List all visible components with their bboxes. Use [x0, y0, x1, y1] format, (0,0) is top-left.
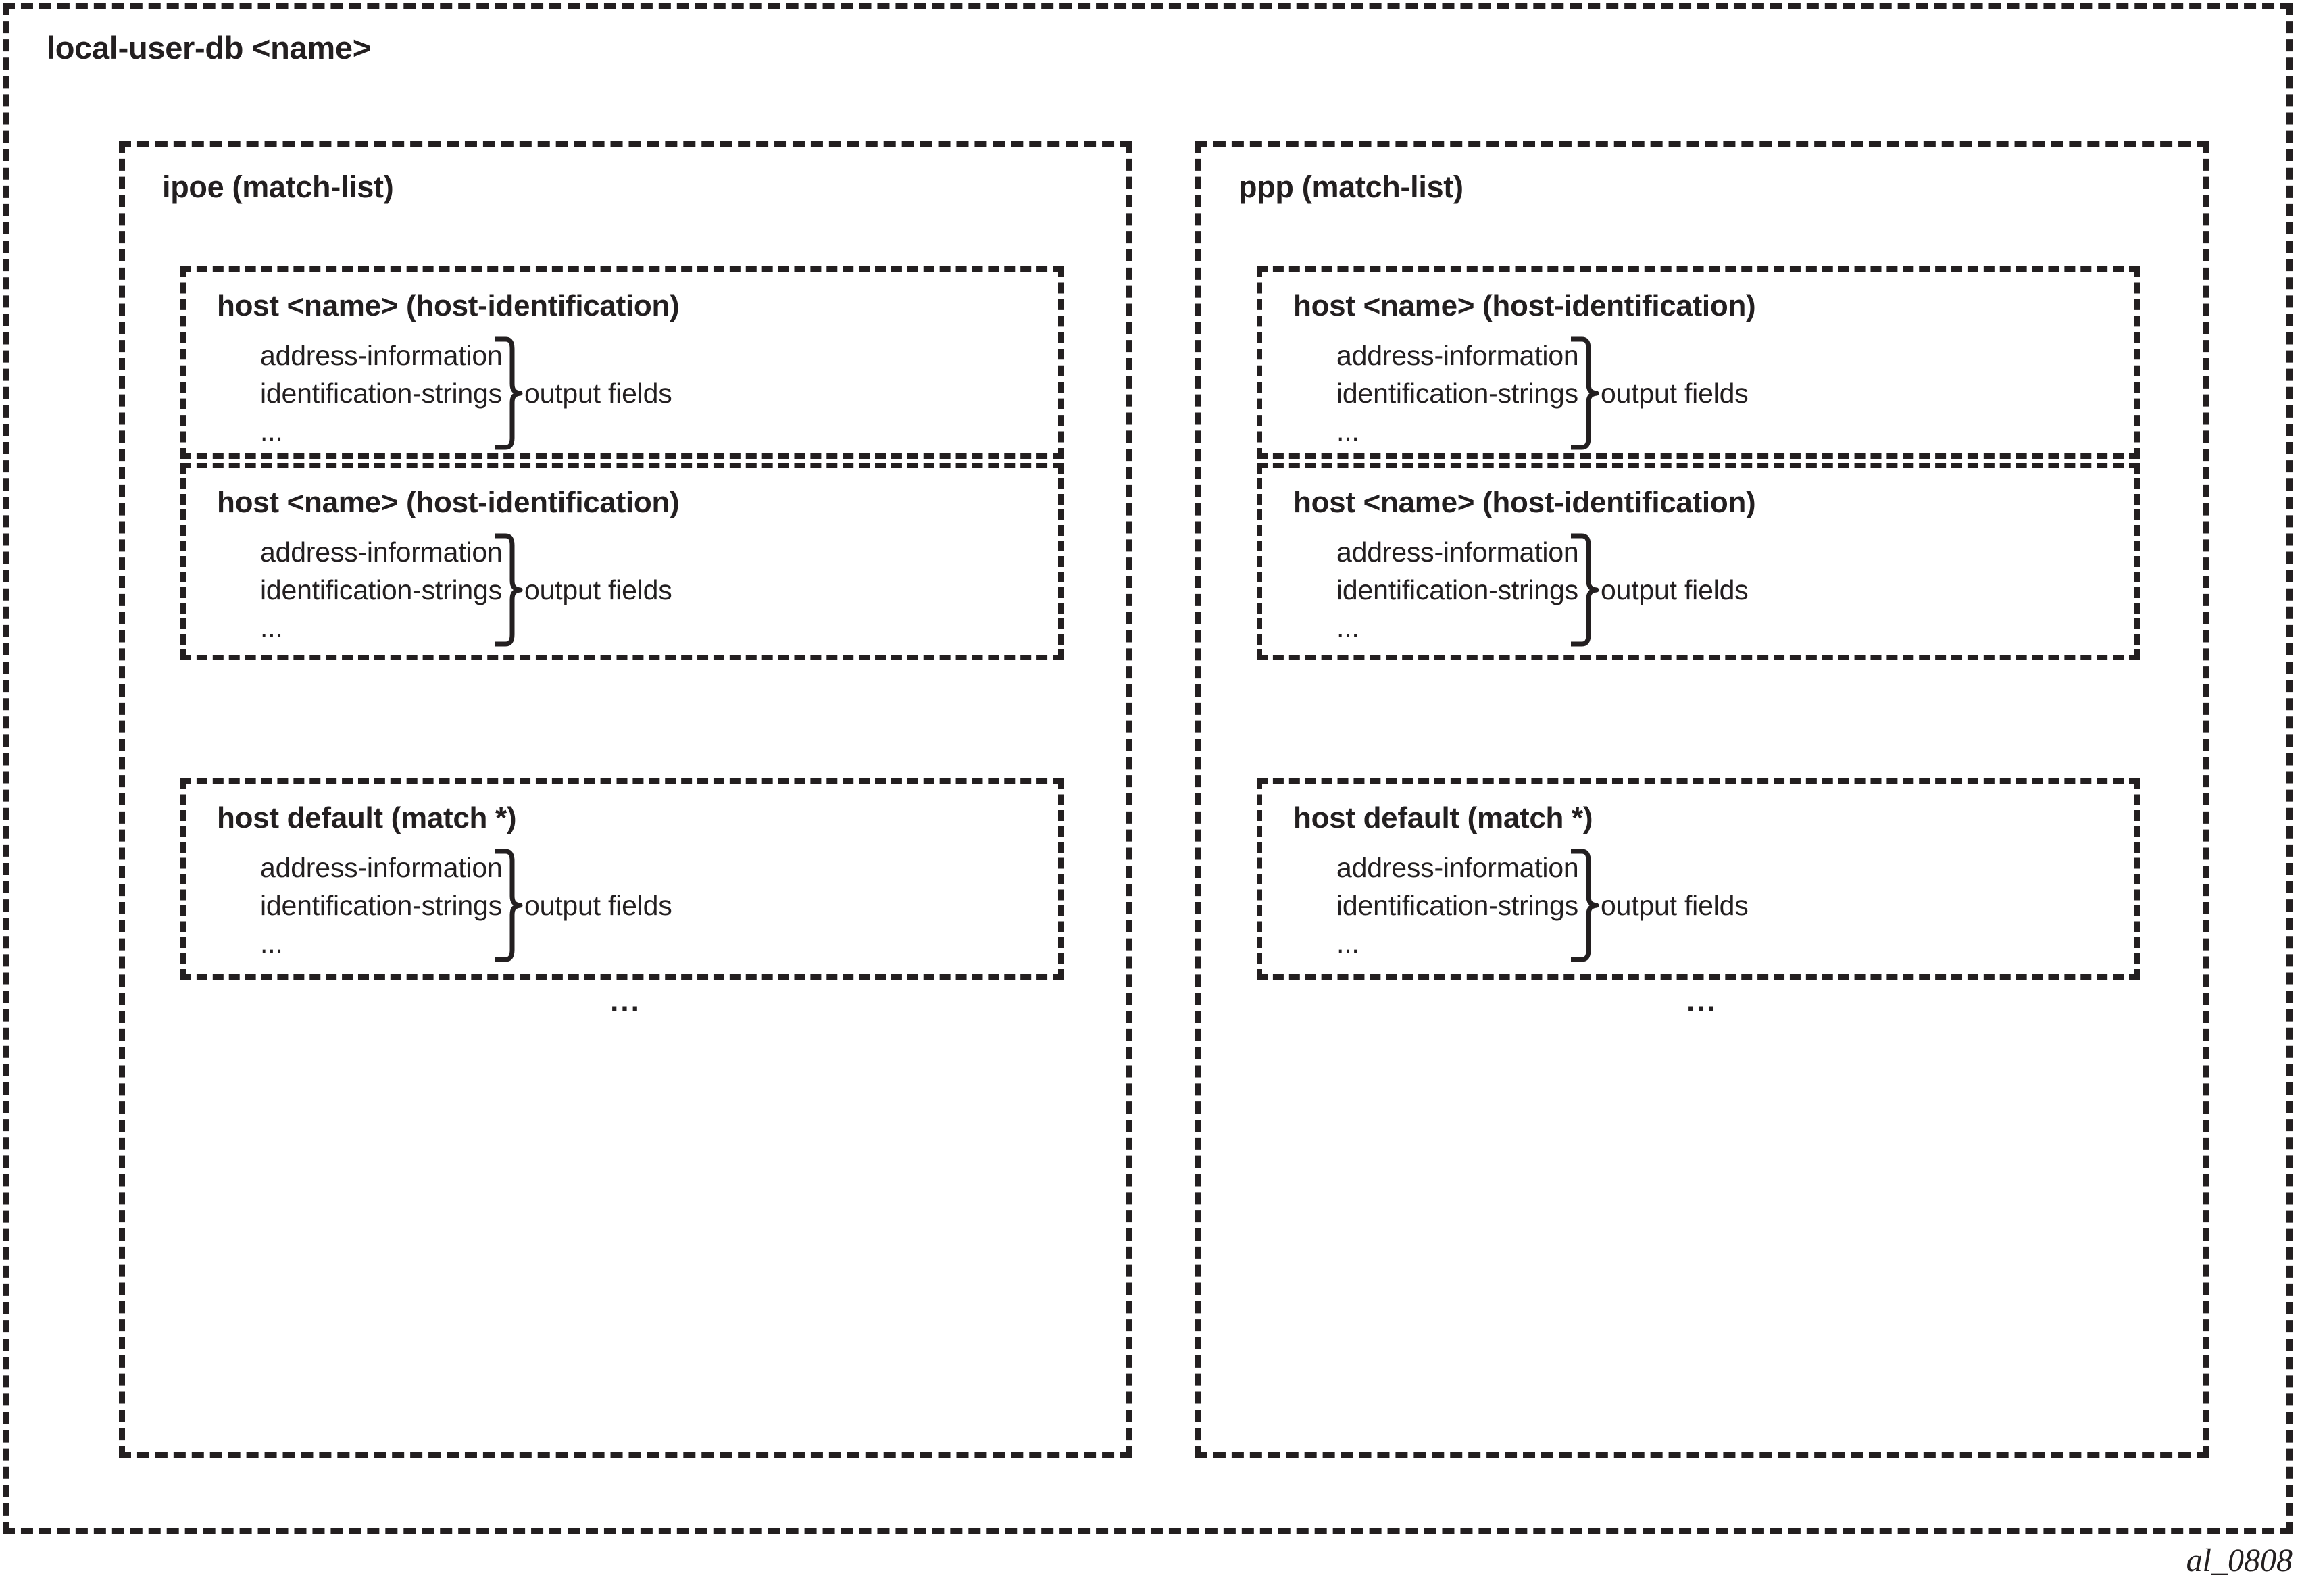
output-fields-group: address-information identification-strin…: [260, 849, 672, 962]
match-list-ppp: ppp (match-list) host <name> (host-ident…: [1195, 141, 2209, 1458]
host-list-ellipsis: ...: [610, 984, 641, 1018]
output-field-item: ...: [1336, 928, 1359, 959]
output-field-item: identification-strings: [1336, 890, 1578, 921]
output-field-item: ...: [1336, 612, 1359, 643]
curly-brace-icon: [1571, 849, 1599, 962]
match-list-ipoe-title: ipoe (match-list): [162, 170, 394, 204]
output-fields-group: address-information identification-strin…: [1336, 849, 1749, 962]
output-field-item: address-information: [260, 340, 503, 371]
output-field-item: identification-strings: [260, 378, 502, 409]
local-user-db-title: local-user-db <name>: [47, 30, 371, 66]
host-box: host <name> (host-identification) addres…: [180, 463, 1064, 660]
output-fields-group: address-information identification-strin…: [1336, 533, 1749, 647]
output-field-item: address-information: [260, 537, 503, 568]
output-fields-group: address-information identification-strin…: [260, 336, 672, 450]
output-field-item: identification-strings: [1336, 574, 1578, 605]
output-fields-label: output fields: [524, 574, 672, 605]
output-field-item: ...: [260, 416, 283, 447]
output-fields-label: output fields: [1601, 377, 1749, 409]
host-box: host <name> (host-identification) addres…: [1257, 266, 2140, 459]
output-fields-label: output fields: [524, 889, 672, 921]
output-field-item: ...: [260, 612, 283, 643]
host-box-title: host <name> (host-identification): [1293, 486, 1756, 519]
output-field-item: identification-strings: [260, 574, 502, 605]
match-list-ppp-title: ppp (match-list): [1238, 170, 1463, 204]
host-box: host <name> (host-identification) addres…: [1257, 463, 2140, 660]
host-box: host <name> (host-identification) addres…: [180, 266, 1064, 459]
curly-brace-icon: [495, 533, 523, 647]
match-list-ipoe: ipoe (match-list) host <name> (host-iden…: [119, 141, 1132, 1458]
output-field-item: address-information: [1336, 852, 1579, 883]
output-fields-label: output fields: [1601, 574, 1749, 605]
output-field-item: ...: [1336, 416, 1359, 447]
output-fields-group: address-information identification-strin…: [1336, 336, 1749, 450]
local-user-db-container: local-user-db <name> ipoe (match-list) h…: [3, 3, 2293, 1534]
output-fields-label: output fields: [524, 377, 672, 409]
output-field-item: identification-strings: [260, 890, 502, 921]
output-fields-list: address-information identification-strin…: [1336, 336, 1579, 450]
host-box-title: host <name> (host-identification): [1293, 289, 1756, 322]
output-fields-list: address-information identification-strin…: [260, 336, 503, 450]
output-fields-label: output fields: [1601, 889, 1749, 921]
figure-id-label: al_0808: [2186, 1543, 2293, 1578]
curly-brace-icon: [495, 849, 523, 962]
curly-brace-icon: [1571, 533, 1599, 647]
output-field-item: address-information: [1336, 340, 1579, 371]
curly-brace-icon: [1571, 336, 1599, 450]
curly-brace-icon: [495, 336, 523, 450]
output-field-item: identification-strings: [1336, 378, 1578, 409]
host-box-title: host <name> (host-identification): [217, 289, 680, 322]
output-fields-list: address-information identification-strin…: [1336, 533, 1579, 647]
host-box-title: host default (match *): [1293, 801, 1593, 834]
output-field-item: address-information: [1336, 537, 1579, 568]
output-fields-group: address-information identification-strin…: [260, 533, 672, 647]
host-list-ellipsis: ...: [1686, 984, 1718, 1018]
host-box-title: host default (match *): [217, 801, 517, 834]
host-default-box: host default (match *) address-informati…: [1257, 778, 2140, 980]
output-field-item: ...: [260, 928, 283, 959]
output-field-item: address-information: [260, 852, 503, 883]
output-fields-list: address-information identification-strin…: [260, 533, 503, 647]
host-box-title: host <name> (host-identification): [217, 486, 680, 519]
output-fields-list: address-information identification-strin…: [260, 849, 503, 962]
host-default-box: host default (match *) address-informati…: [180, 778, 1064, 980]
output-fields-list: address-information identification-strin…: [1336, 849, 1579, 962]
